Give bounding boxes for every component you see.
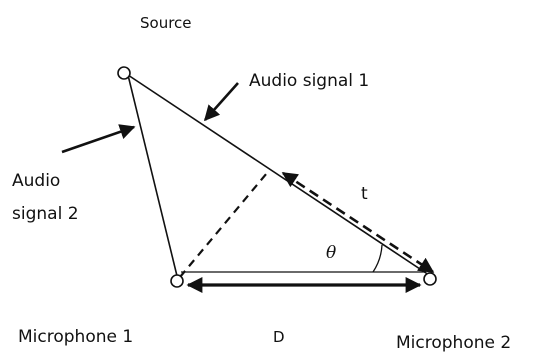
perpendicular-dashed-line [179,172,268,278]
theta-label: θ [326,243,336,263]
microphone-2-node [423,272,437,286]
microphone-1-node [170,274,184,288]
microphone-2-label: Microphone 2 [396,333,511,352]
audio-signal-2-pointer-arrow [61,124,136,154]
source-label: Source [140,14,192,32]
t-dashed-arrow [281,171,435,274]
theta-angle-arc [372,244,383,273]
audio-signal-1-label: Audio signal 1 [249,71,369,91]
audio-signal-1-pointer-arrow [203,82,239,122]
audio-signal-2-label-line2: signal 2 [12,204,79,224]
signal-path-1 [127,74,430,276]
t-label: t [361,184,368,204]
signal-path-2 [127,74,179,281]
microphone-1-label: Microphone 1 [18,327,133,347]
audio-signal-2-label-line1: Audio [12,171,60,191]
d-label: D [273,328,285,346]
source-node [117,66,131,80]
